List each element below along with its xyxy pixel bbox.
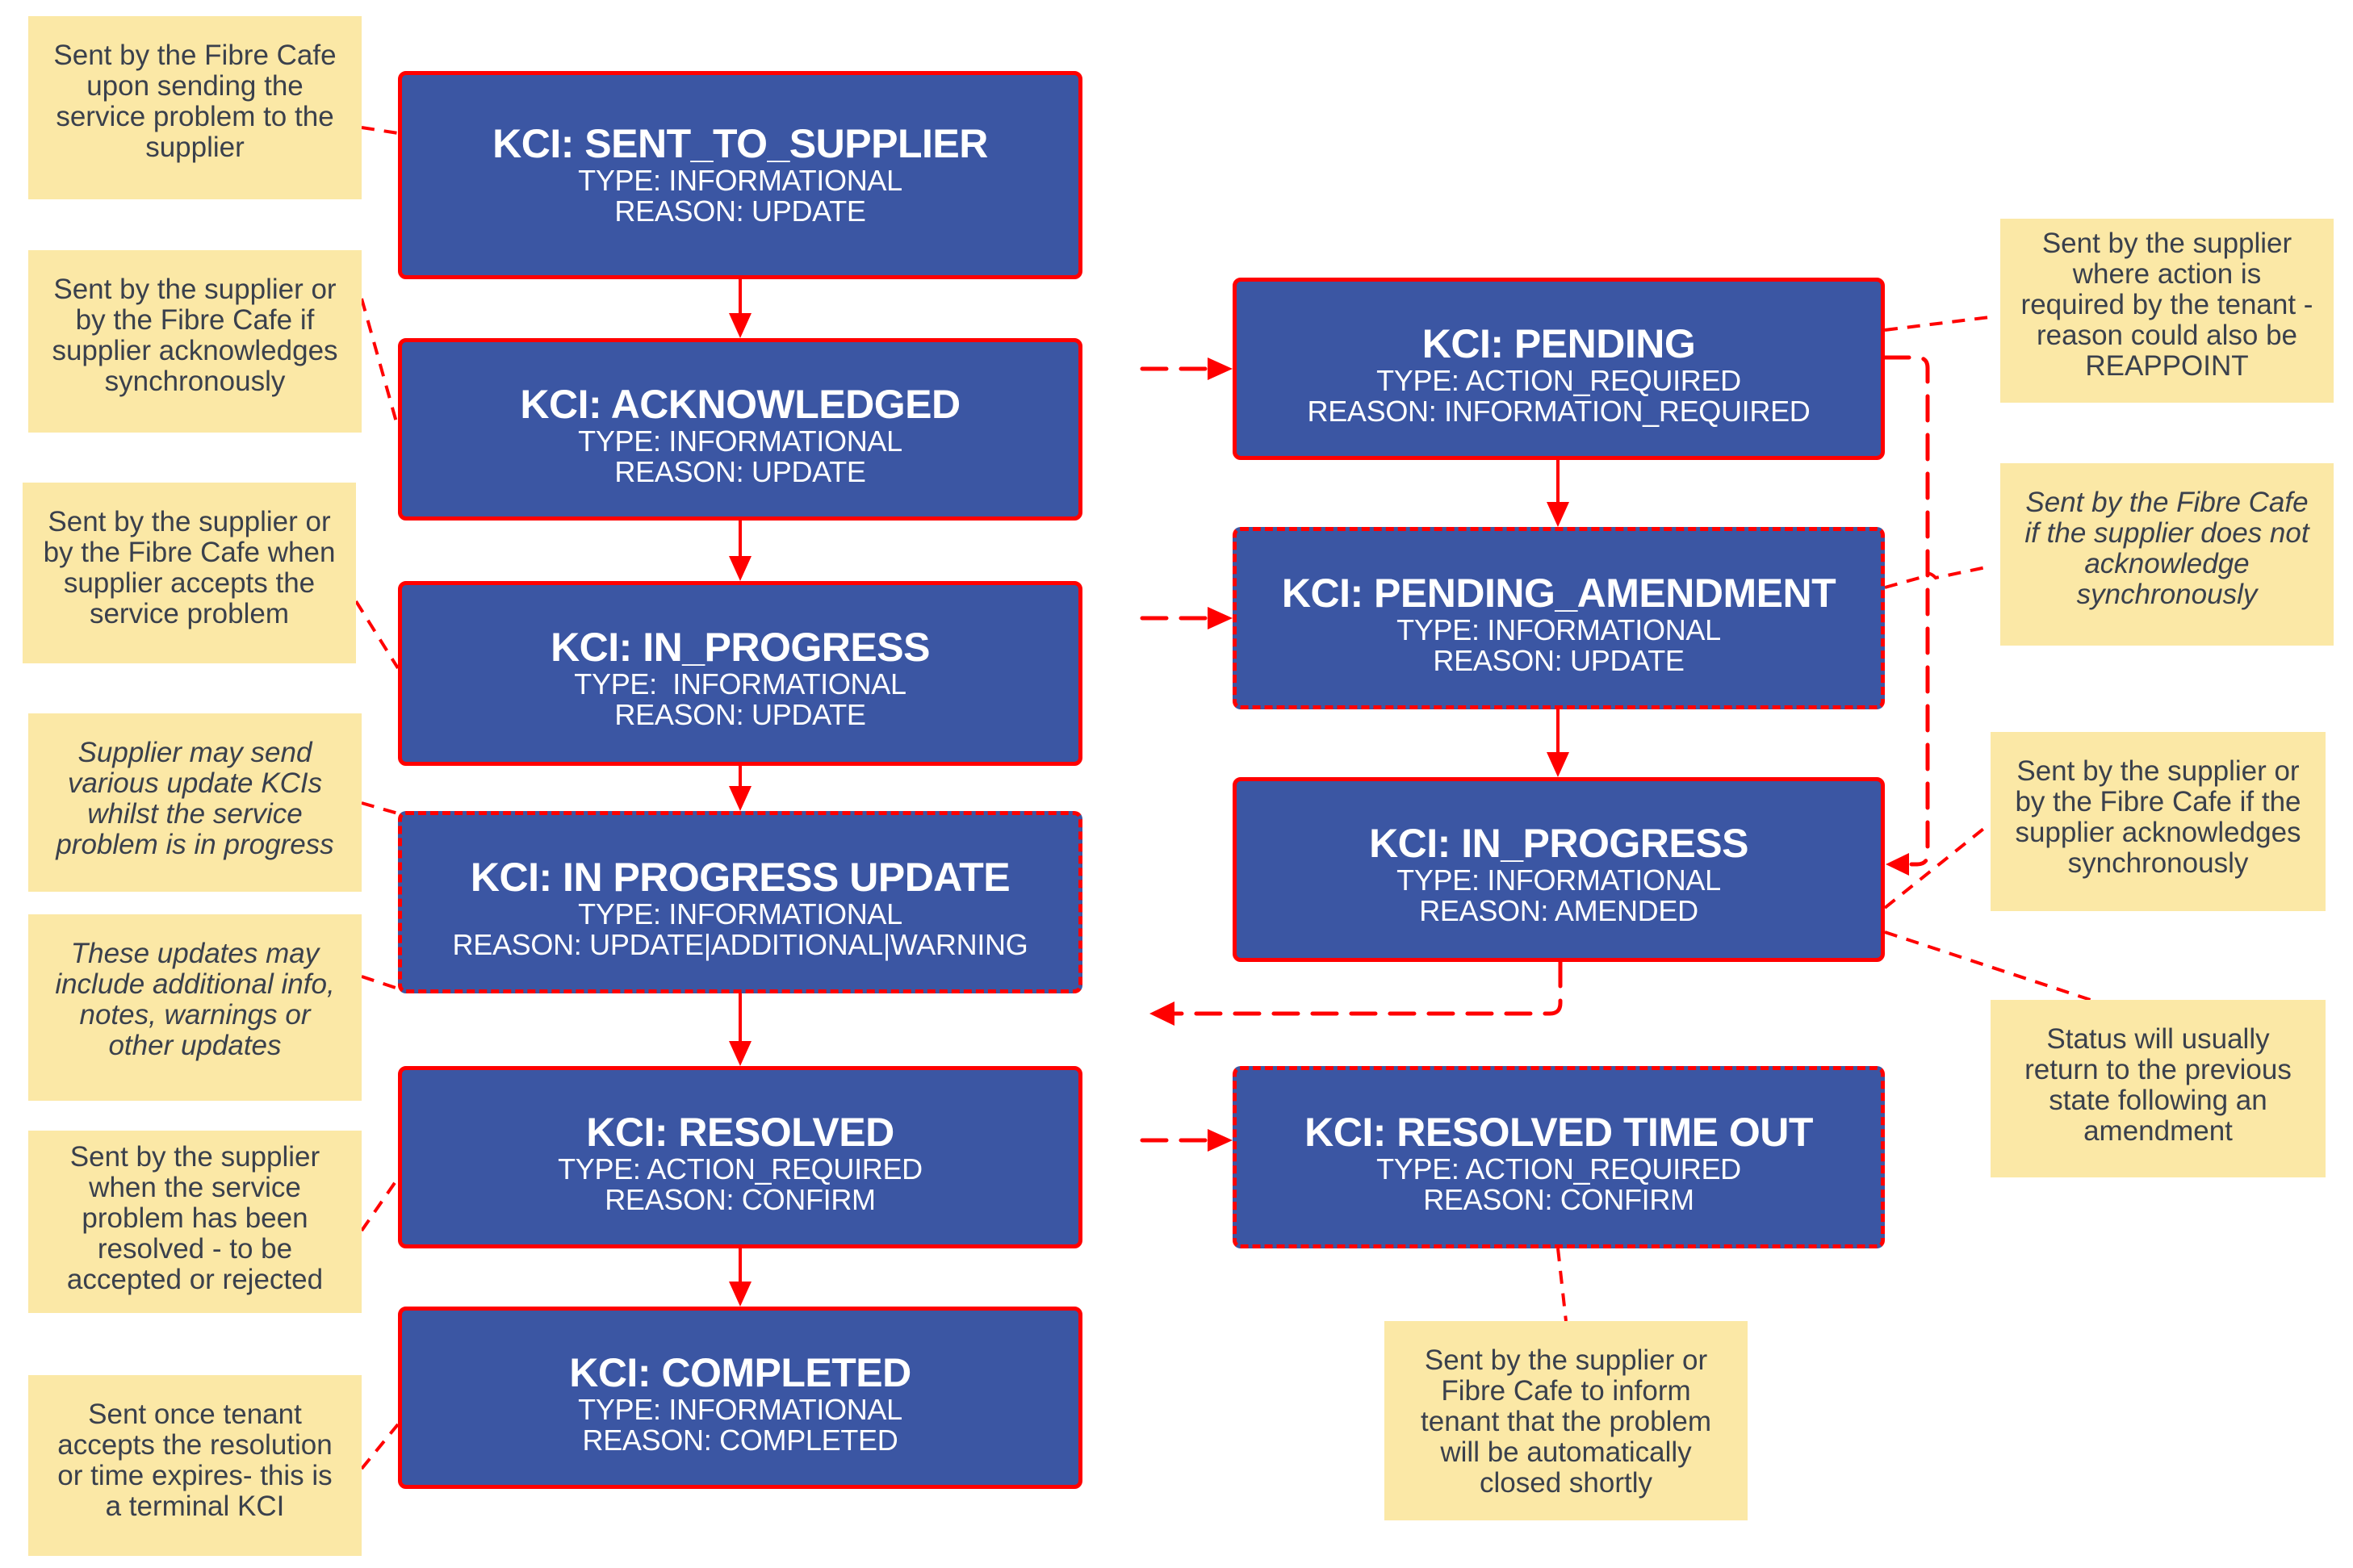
- state-reason: REASON: CONFIRM: [1423, 1183, 1694, 1216]
- state-title: KCI: PENDING_AMENDMENT: [1281, 571, 1836, 616]
- state-title: KCI: PENDING: [1421, 321, 1696, 366]
- note-text: Sent by the supplier or by the Fibre Caf…: [52, 274, 338, 397]
- state-type: TYPE: INFORMATIONAL: [578, 164, 902, 197]
- connector-note-amendment: [1884, 565, 1991, 589]
- state-in-progress: KCI: IN_PROGRESS TYPE: INFORMATIONAL REA…: [398, 581, 1082, 766]
- arrow-pending-to-inprogress-amended: [1882, 355, 1930, 867]
- arrow-amended-return: [1168, 960, 1563, 1016]
- note-text: Sent by the Fibre Cafe if the supplier d…: [2024, 487, 2309, 610]
- arrowhead-inprogress-to-update: [729, 786, 752, 811]
- right-flow-arrows: [1547, 460, 1569, 777]
- state-reason: REASON: CONFIRM: [605, 1183, 876, 1216]
- note-in-progress-update-1: Supplier may send various update KCIs wh…: [28, 713, 362, 892]
- state-completed: KCI: COMPLETED TYPE: INFORMATIONAL REASO…: [398, 1307, 1082, 1489]
- state-title: KCI: COMPLETED: [569, 1350, 911, 1395]
- arrowhead-amended-return: [1149, 1001, 1174, 1026]
- connector-note-sent: [361, 126, 399, 135]
- state-reason: REASON: UPDATE|ADDITIONAL|WARNING: [452, 928, 1028, 961]
- arrowhead-inprogress-to-amendment: [1208, 607, 1233, 629]
- state-type: TYPE: INFORMATIONAL: [574, 667, 906, 700]
- note-sent-to-supplier: Sent by the Fibre Cafe upon sending the …: [28, 16, 362, 199]
- state-type: TYPE: INFORMATIONAL: [1396, 613, 1721, 646]
- note-in-progress-amended: Sent by the supplier or by the Fibre Caf…: [1991, 732, 2326, 911]
- note-text: Sent by the supplier when the service pr…: [66, 1141, 324, 1295]
- connector-note-amendment-return: [1884, 930, 2091, 1001]
- note-in-progress: Sent by the supplier or by the Fibre Caf…: [23, 483, 356, 663]
- note-completed: Sent once tenant accepts the resolution …: [28, 1375, 362, 1556]
- state-resolved-time-out: KCI: RESOLVED TIME OUT TYPE: ACTION_REQU…: [1233, 1066, 1885, 1248]
- note-text: Sent by the supplier or by the Fibre Caf…: [2015, 755, 2301, 879]
- state-reason: REASON: UPDATE: [614, 455, 866, 488]
- state-pending: KCI: PENDING TYPE: ACTION_REQUIRED REASO…: [1233, 278, 1885, 460]
- state-title: KCI: IN_PROGRESS: [551, 625, 930, 670]
- connector-note-update-1: [361, 801, 399, 815]
- state-title: KCI: SENT_TO_SUPPLIER: [492, 121, 988, 166]
- arrowhead-ack-to-pending: [1208, 358, 1233, 380]
- note-text: These updates may include additional inf…: [55, 938, 335, 1061]
- arrowhead-pending-to-inprogress-amended: [1886, 853, 1909, 876]
- note-text: Sent by the Fibre Cafe upon sending the …: [53, 40, 337, 163]
- arrowhead-sent-to-ack: [729, 313, 752, 338]
- note-text: Sent by the supplier or Fibre Cafe to in…: [1421, 1344, 1711, 1499]
- state-title: KCI: RESOLVED: [586, 1110, 894, 1155]
- arrowhead-resolved-to-completed: [729, 1282, 752, 1307]
- arrowhead-update-to-resolved: [729, 1041, 752, 1066]
- state-resolved: KCI: RESOLVED TYPE: ACTION_REQUIRED REAS…: [398, 1066, 1082, 1248]
- state-sent-to-supplier: KCI: SENT_TO_SUPPLIER TYPE: INFORMATIONA…: [398, 71, 1082, 279]
- state-type: TYPE: INFORMATIONAL: [1396, 863, 1721, 897]
- state-type: TYPE: ACTION_REQUIRED: [1376, 1152, 1741, 1185]
- main-flow-arrows: [729, 279, 752, 1307]
- connector-note-resolved: [360, 1177, 400, 1232]
- note-text: Status will usually return to the previo…: [2024, 1023, 2292, 1147]
- arrowhead-resolved-to-timeout: [1208, 1129, 1233, 1152]
- connector-note-timeout: [1556, 1248, 1568, 1322]
- note-pending-amendment: Sent by the Fibre Cafe if the supplier d…: [2000, 463, 2334, 646]
- state-type: TYPE: INFORMATIONAL: [578, 1393, 902, 1426]
- state-title: KCI: RESOLVED TIME OUT: [1304, 1110, 1813, 1155]
- note-text: Sent by the supplier or by the Fibre Caf…: [43, 506, 336, 629]
- note-resolved-time-out: Sent by the supplier or Fibre Cafe to in…: [1384, 1321, 1748, 1520]
- state-type: TYPE: ACTION_REQUIRED: [558, 1152, 923, 1185]
- state-reason: REASON: UPDATE: [614, 698, 866, 731]
- arrowhead-amendment-to-inprogress: [1547, 752, 1569, 777]
- arrowhead-pending-to-amendment: [1547, 502, 1569, 527]
- note-text: Sent by the supplier where action is req…: [2020, 228, 2313, 382]
- note-text: Sent once tenant accepts the resolution …: [57, 1399, 333, 1522]
- connector-note-inprogress: [354, 600, 400, 670]
- cross-arrows: [1140, 366, 1211, 1143]
- state-type: TYPE: INFORMATIONAL: [578, 897, 902, 930]
- state-title: KCI: ACKNOWLEDGED: [520, 382, 961, 427]
- state-in-progress-amended: KCI: IN_PROGRESS TYPE: INFORMATIONAL REA…: [1233, 777, 1885, 962]
- connector-note-pending: [1884, 316, 1991, 332]
- state-pending-amendment: KCI: PENDING_AMENDMENT TYPE: INFORMATION…: [1233, 527, 1885, 709]
- state-reason: REASON: COMPLETED: [582, 1424, 898, 1457]
- note-text: Supplier may send various update KCIs wh…: [56, 737, 334, 860]
- state-reason: REASON: UPDATE: [614, 194, 866, 228]
- state-reason: REASON: INFORMATION_REQUIRED: [1307, 395, 1811, 428]
- note-connectors: [354, 126, 2091, 1470]
- connector-note-update-2: [361, 975, 399, 990]
- connector-note-ack: [360, 298, 400, 429]
- state-title: KCI: IN_PROGRESS: [1369, 821, 1748, 866]
- state-reason: REASON: UPDATE: [1433, 644, 1685, 677]
- note-pending: Sent by the supplier where action is req…: [2000, 219, 2334, 403]
- note-resolved: Sent by the supplier when the service pr…: [28, 1131, 362, 1313]
- state-reason: REASON: AMENDED: [1419, 894, 1698, 927]
- state-type: TYPE: ACTION_REQUIRED: [1376, 364, 1741, 397]
- state-type: TYPE: INFORMATIONAL: [578, 424, 902, 458]
- state-title: KCI: IN PROGRESS UPDATE: [470, 855, 1011, 900]
- arrowhead-ack-to-inprogress: [729, 556, 752, 581]
- connector-note-completed: [360, 1423, 400, 1470]
- note-acknowledged: Sent by the supplier or by the Fibre Caf…: [28, 250, 362, 433]
- state-acknowledged: KCI: ACKNOWLEDGED TYPE: INFORMATIONAL RE…: [398, 338, 1082, 521]
- note-amendment-return: Status will usually return to the previo…: [1991, 1000, 2326, 1177]
- state-in-progress-update: KCI: IN PROGRESS UPDATE TYPE: INFORMATIO…: [398, 811, 1082, 993]
- note-in-progress-update-2: These updates may include additional inf…: [28, 914, 362, 1101]
